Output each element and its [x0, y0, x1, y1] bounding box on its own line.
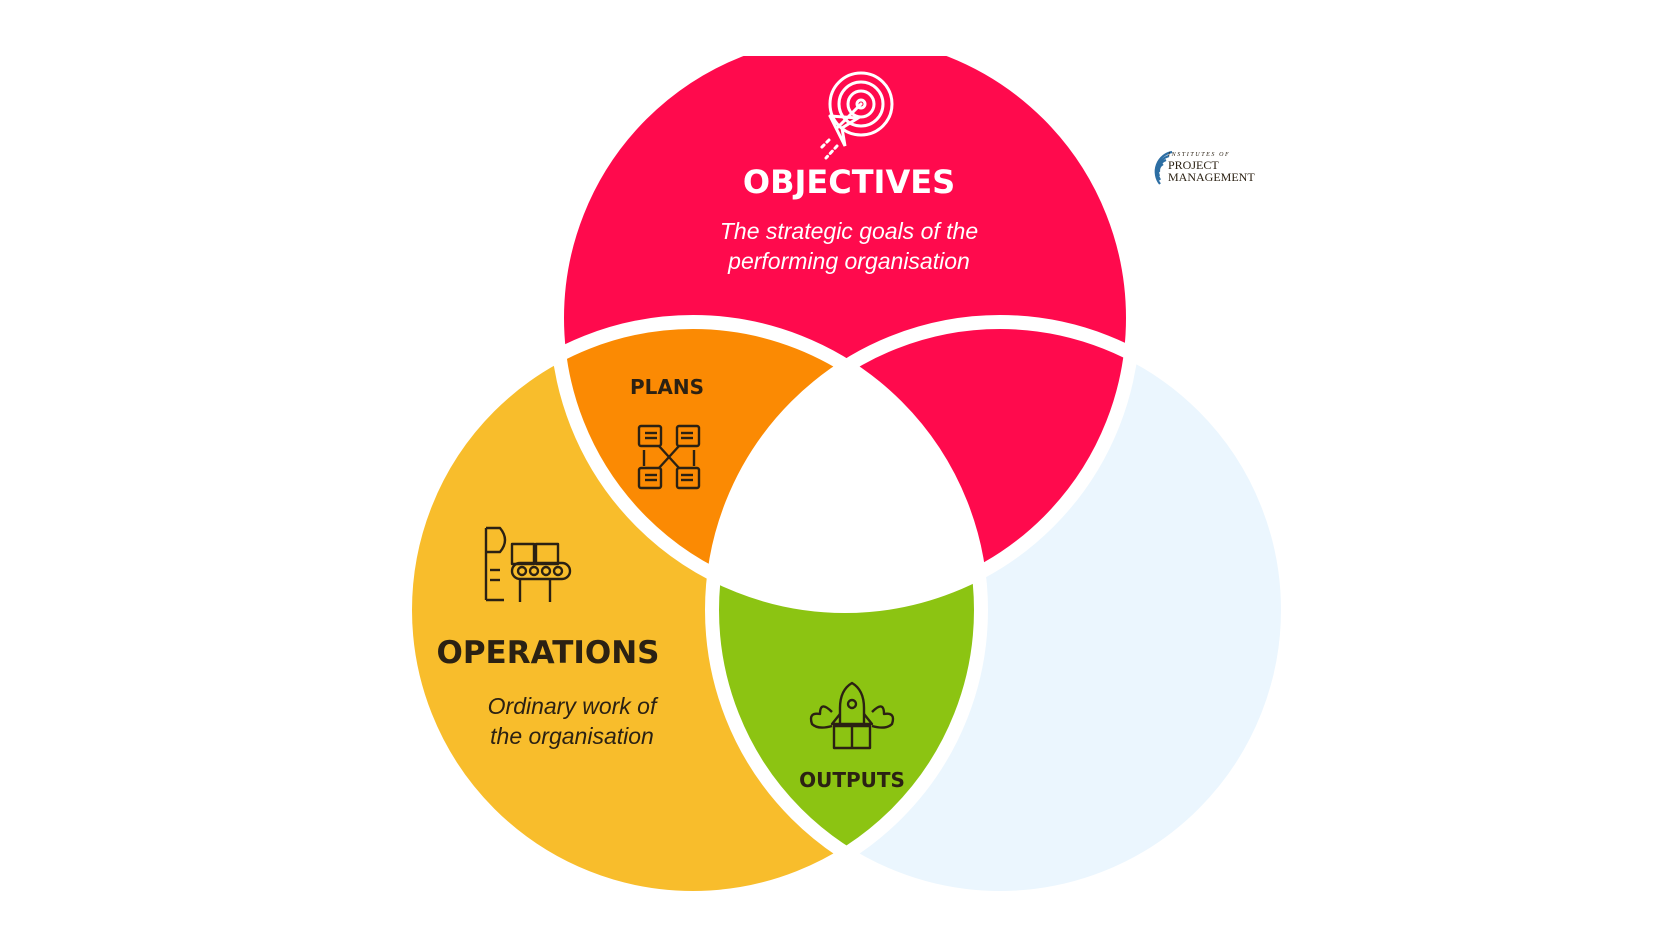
- operations-description-line-1: Ordinary work of: [488, 693, 659, 719]
- conveyor-belt-icon: [484, 526, 572, 602]
- connected-documents-icon: [637, 424, 701, 490]
- target-arrow-icon: [818, 71, 894, 160]
- logo-line-1: PROJECT: [1168, 158, 1219, 172]
- operations-description-line-2: the organisation: [490, 723, 654, 749]
- plans-title: PLANS: [630, 375, 704, 399]
- rocket-box-icon: [809, 681, 895, 750]
- logo-line-2: MANAGEMENT: [1168, 170, 1255, 184]
- logo-small-text: INSTITUTES OF: [1167, 152, 1230, 158]
- objectives-description-line-1: The strategic goals of the: [720, 218, 978, 244]
- operations-title: OPERATIONS: [436, 635, 659, 671]
- objectives-description-line-2: performing organisation: [727, 248, 970, 274]
- logo-emblem-icon: [1154, 150, 1173, 185]
- outputs-title: OUTPUTS: [799, 768, 905, 792]
- objectives-title: OBJECTIVES: [743, 163, 955, 201]
- ipm-logo: INSTITUTES OF PROJECT MANAGEMENT: [1154, 150, 1255, 185]
- center-region: [712, 322, 981, 606]
